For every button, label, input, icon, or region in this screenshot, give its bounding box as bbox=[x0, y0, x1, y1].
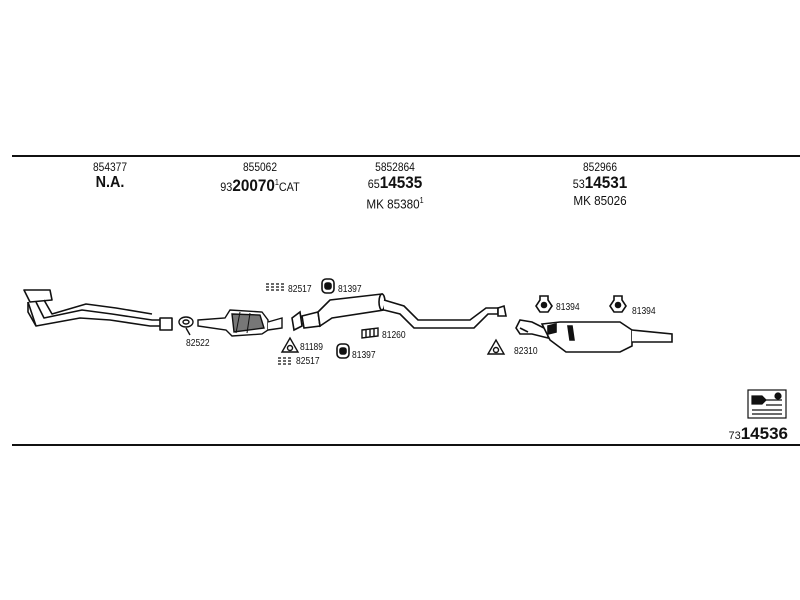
manifold-icon bbox=[23, 289, 173, 331]
header-mk: MK 853801 bbox=[346, 193, 445, 212]
header-number: 852966 bbox=[582, 160, 618, 174]
clamp-icon bbox=[361, 327, 379, 339]
part-label-82522: 82522 bbox=[186, 338, 210, 349]
header-col-3: 5852864 6514535 MK 853801 bbox=[340, 160, 450, 212]
header-main: 20070 bbox=[232, 176, 275, 195]
part-label-81397-top: 81397 bbox=[338, 284, 362, 295]
header-value: 6514535 bbox=[346, 174, 445, 193]
catalyst-icon bbox=[197, 309, 283, 337]
part-label-81260: 81260 bbox=[382, 330, 406, 341]
header-value: N.A. bbox=[95, 174, 125, 191]
gasket-icon bbox=[178, 316, 194, 336]
rubber-hanger-icon bbox=[321, 278, 350, 359]
rubber-hanger-icon bbox=[535, 295, 627, 313]
muffler-icon bbox=[291, 293, 507, 332]
gasket-icon bbox=[486, 338, 506, 355]
book-icon bbox=[747, 389, 787, 419]
header-value: 5314531 bbox=[551, 174, 650, 193]
header-prefix: 65 bbox=[367, 177, 380, 191]
header-main: 14535 bbox=[379, 173, 423, 192]
header-number: 5852864 bbox=[375, 160, 415, 174]
header-col-4: 852966 5314531 MK 85026 bbox=[545, 160, 655, 209]
header-main: 14531 bbox=[584, 173, 628, 192]
reference-prefix: 73 bbox=[728, 430, 741, 442]
header-number: 855062 bbox=[242, 160, 278, 174]
part-label-81189: 81189 bbox=[300, 342, 324, 353]
reference-number: 7314536 bbox=[728, 424, 788, 444]
part-label-81394-a: 81394 bbox=[556, 302, 580, 313]
spring-bolt-icon bbox=[266, 283, 291, 365]
header-sup: 1 bbox=[274, 178, 279, 187]
gasket-icon bbox=[280, 336, 300, 353]
header-prefix: 93 bbox=[220, 180, 233, 194]
header-col-1: 854377 N.A. bbox=[60, 160, 160, 192]
header-number: 854377 bbox=[92, 160, 128, 174]
part-label-82517-top: 82517 bbox=[288, 284, 312, 295]
part-label-81394-b: 81394 bbox=[632, 306, 656, 317]
header-suffix: CAT bbox=[278, 180, 300, 194]
header-prefix: 53 bbox=[572, 177, 585, 191]
header-mk-sup: 1 bbox=[419, 196, 424, 205]
part-label-81397-bottom: 81397 bbox=[352, 350, 376, 361]
reference-main: 14536 bbox=[740, 424, 788, 443]
header-value: 93200701CAT bbox=[202, 174, 319, 196]
header-mk: MK 85026 bbox=[573, 193, 627, 208]
rear-muffler-icon bbox=[515, 319, 673, 353]
header-mk-text: MK 85380 bbox=[366, 196, 420, 212]
header-col-2: 855062 93200701CAT bbox=[195, 160, 325, 196]
part-label-82517-bottom: 82517 bbox=[296, 356, 320, 367]
top-rule bbox=[12, 155, 800, 157]
bottom-rule bbox=[12, 444, 800, 446]
part-label-82310: 82310 bbox=[514, 346, 538, 357]
